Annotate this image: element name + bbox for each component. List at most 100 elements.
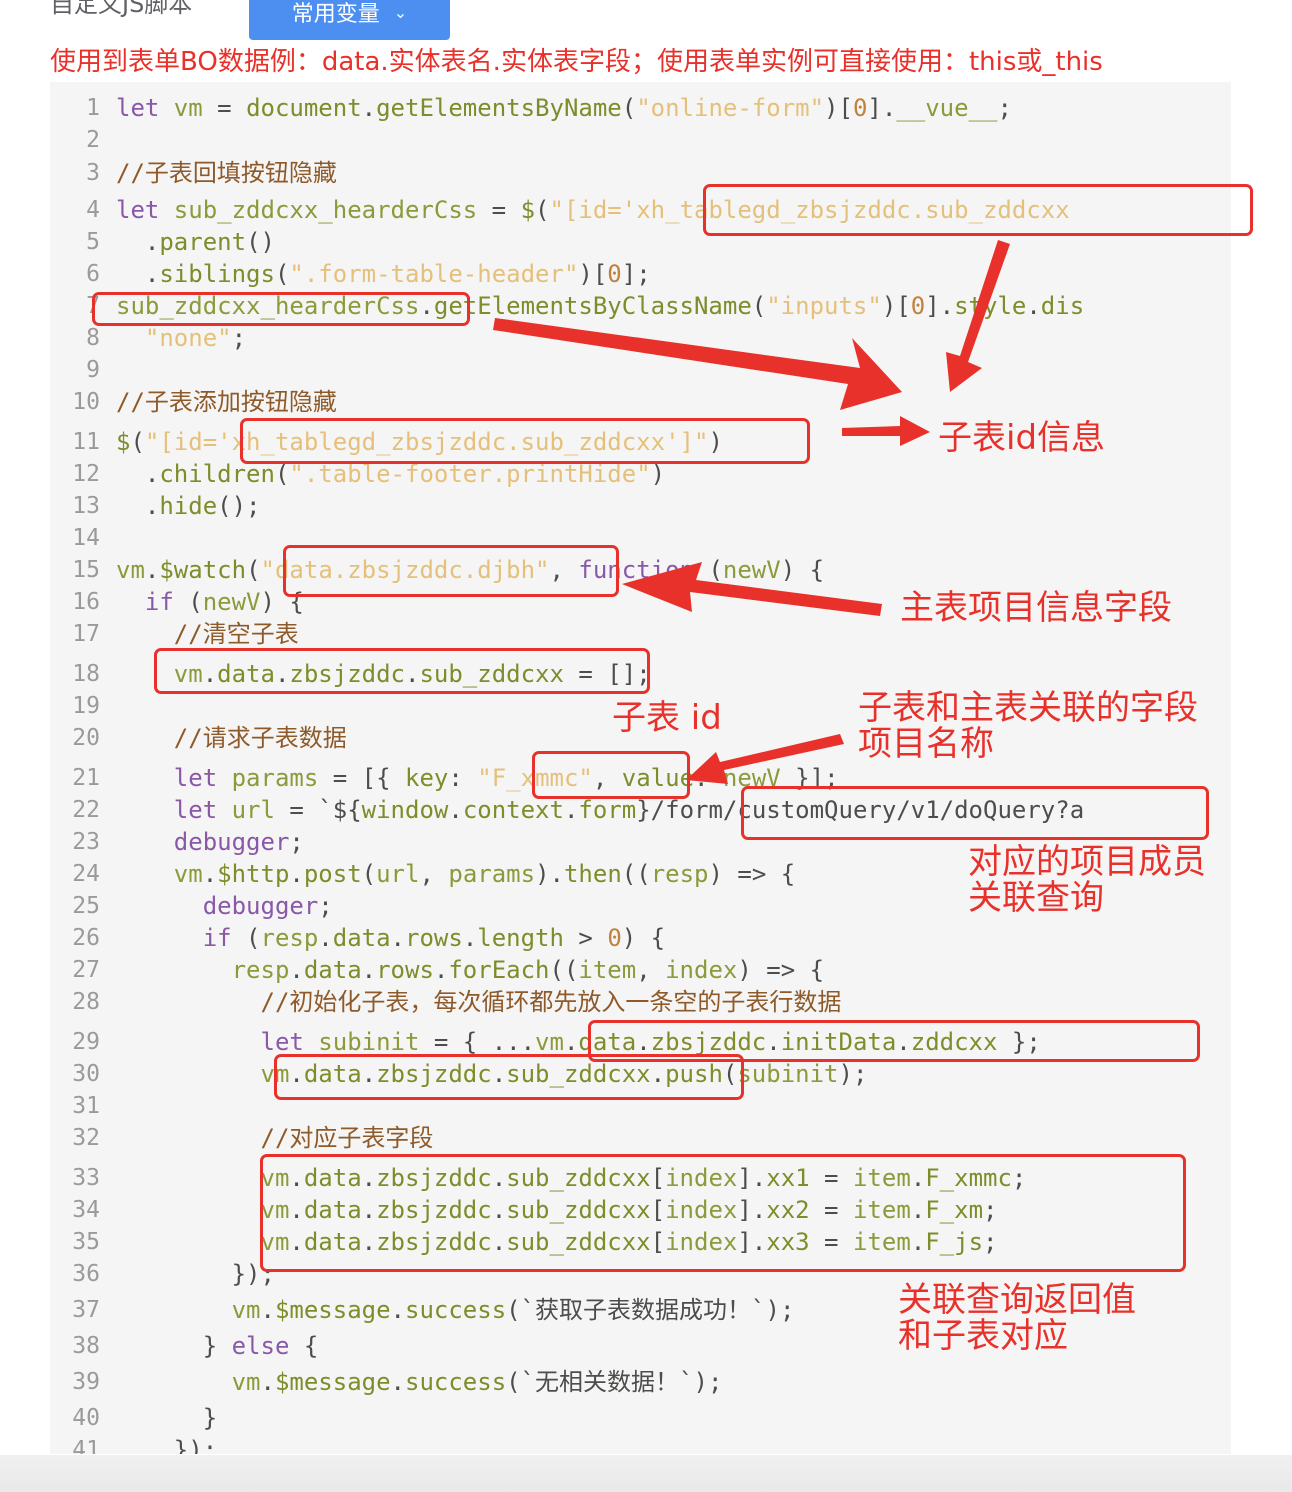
code-token: vm — [535, 1028, 564, 1056]
code-token: $ — [520, 196, 536, 224]
code-token: $message — [274, 1296, 391, 1324]
code-text: } — [116, 1402, 217, 1434]
code-token: 0 — [852, 94, 868, 122]
code-token: F_xmmc — [925, 1164, 1012, 1192]
line-number: 27 — [72, 957, 100, 983]
editor-bottom-edge — [0, 1455, 1292, 1492]
common-variables-button[interactable]: 常用变量 ⌄ — [249, 0, 450, 40]
line-number: 37 — [72, 1297, 100, 1323]
code-token: ( — [274, 460, 290, 488]
code-text: let vm = document.getElementsByName("onl… — [116, 92, 1012, 124]
code-token: , — [592, 764, 622, 792]
code-token: initData — [780, 1028, 897, 1056]
code-text: .siblings(".form-table-header")[0]; — [116, 258, 651, 290]
code-token: let — [116, 796, 232, 824]
code-token: sub_zddcxx — [506, 1164, 651, 1192]
code-token: vm — [173, 94, 203, 122]
code-token: . — [491, 1228, 507, 1256]
line-number: 18 — [72, 661, 100, 687]
code-token: ) — [708, 428, 723, 456]
code-token: rows — [376, 956, 434, 984]
code-token: url — [376, 860, 420, 888]
code-token: sub_zddcxx — [506, 1060, 651, 1088]
code-token: . — [289, 1228, 304, 1256]
code-token: ( — [535, 196, 550, 224]
code-token: //对应子表字段 — [116, 1124, 434, 1152]
code-text: vm.$http.post(url, params).then((resp) =… — [116, 858, 795, 890]
line-number: 5 — [86, 229, 100, 255]
line-number: 34 — [72, 1197, 100, 1223]
line-number: 21 — [72, 765, 100, 791]
code-token: }/form/customQuery/v1/doQuery?a — [636, 796, 1085, 824]
code-token: ; — [997, 94, 1012, 122]
code-token: . — [202, 660, 218, 688]
code-token: sub_zddcxx — [419, 660, 564, 688]
code-token: context — [462, 796, 564, 824]
code-text: .hide(); — [116, 490, 261, 522]
code-token: . — [289, 1196, 304, 1224]
code-token: . — [144, 556, 160, 584]
highlight-header-var-line7 — [92, 292, 470, 326]
code-token: let — [116, 764, 232, 792]
code-token: "none" — [116, 324, 232, 352]
common-variables-label: 常用变量 — [291, 2, 380, 27]
highlight-field-mapping — [260, 1154, 1186, 1272]
line-number: 36 — [72, 1261, 100, 1287]
code-token: () — [246, 228, 275, 256]
code-token: > — [563, 924, 608, 952]
annotation-return-2: 和子表对应 — [898, 1316, 1068, 1356]
code-token: data — [303, 1164, 362, 1192]
annotation-query-2: 关联查询 — [968, 878, 1104, 918]
code-text: resp.data.rows.forEach((item, index) => … — [116, 954, 824, 986]
code-token: vm — [116, 556, 145, 584]
arrow-2 — [946, 240, 1010, 392]
arrow-4 — [622, 562, 882, 616]
code-token: }; — [997, 1028, 1041, 1056]
code-text: let sub_zddcxx_hearderCss = $("[id='xh_t… — [116, 194, 1070, 226]
code-token: xx3 — [766, 1228, 810, 1256]
code-token: ; — [231, 324, 247, 352]
code-token: . — [636, 1028, 651, 1056]
line-number: 9 — [86, 357, 100, 383]
line-number: 40 — [72, 1405, 100, 1431]
code-token: zbsjzddc — [289, 660, 405, 688]
code-token: = — [809, 1164, 853, 1192]
code-token: item — [852, 1196, 911, 1224]
panel-label: 自定义JS脚本 — [50, 0, 193, 18]
code-token: } — [116, 1404, 218, 1432]
code-token: index — [665, 956, 738, 984]
code-text: let params = [{ key: "F_xmmc", value: ne… — [116, 762, 839, 794]
line-number: 2 — [86, 127, 100, 153]
line-number: 17 — [72, 621, 100, 647]
annotation-main-field: 主表项目信息字段 — [900, 588, 1172, 628]
line-number: 12 — [72, 461, 100, 487]
line-number: 22 — [72, 797, 100, 823]
code-text: }); — [116, 1434, 217, 1454]
code-token: ; — [318, 892, 333, 920]
code-text: //对应子表字段 — [116, 1122, 433, 1154]
code-token: = — [809, 1196, 853, 1224]
code-token: $message — [274, 1368, 391, 1396]
line-number: 35 — [72, 1229, 100, 1255]
code-token: vm — [116, 1164, 290, 1192]
code-token: (( — [621, 860, 651, 888]
code-text: "none"; — [116, 322, 246, 354]
code-token: success — [405, 1296, 507, 1324]
code-token: . — [910, 1228, 926, 1256]
code-token: window — [361, 796, 449, 824]
code-token: newV — [202, 588, 261, 616]
code-token: getElementsByName — [376, 94, 622, 122]
code-token: let — [116, 1028, 319, 1056]
code-token: debugger — [116, 828, 290, 856]
code-token: (( — [549, 956, 579, 984]
code-token: data — [217, 660, 275, 688]
code-token: . — [361, 94, 377, 122]
code-token: subinit — [737, 1060, 839, 1088]
code-token: vm — [116, 1196, 290, 1224]
line-number: 38 — [72, 1333, 100, 1359]
code-token: ; — [1011, 1164, 1027, 1192]
highlight-query-url — [741, 786, 1209, 840]
code-text: if (resp.data.rows.length > 0) { — [116, 922, 665, 954]
code-text: vm.data.zbsjzddc.sub_zddcxx[index].xx1 =… — [116, 1162, 1026, 1194]
